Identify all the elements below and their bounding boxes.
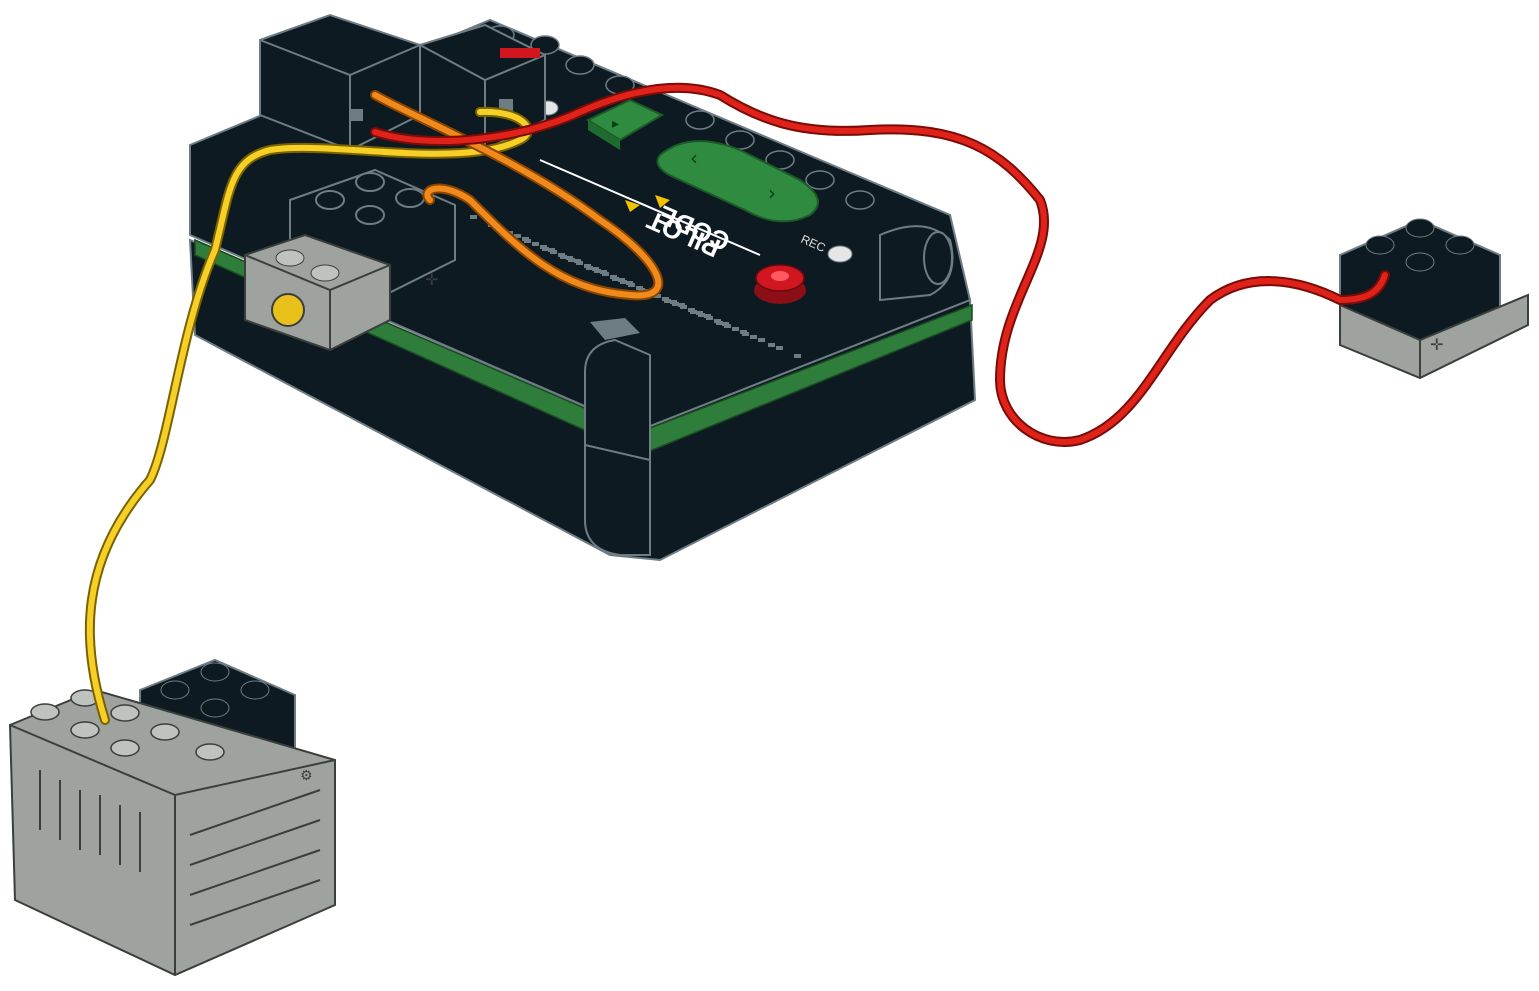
wires bbox=[84, 82, 1390, 725]
matrix-dot bbox=[524, 239, 531, 243]
matrix-dot bbox=[750, 335, 757, 339]
brand-arrow-icon-2 bbox=[625, 200, 640, 212]
matrix-dot bbox=[560, 255, 567, 259]
light-sensor-icon bbox=[271, 293, 305, 327]
matrix-dot bbox=[776, 346, 783, 350]
matrix-dot bbox=[742, 332, 749, 336]
matrix-dot bbox=[672, 302, 679, 306]
matrix-dot bbox=[698, 313, 705, 317]
dot-matrix-display bbox=[470, 215, 801, 358]
matrix-dot bbox=[542, 247, 549, 251]
matrix-dot bbox=[680, 305, 687, 309]
motor: ⚙ bbox=[8, 658, 336, 977]
matrix-dot bbox=[628, 283, 635, 287]
matrix-dot bbox=[758, 338, 765, 342]
green-square-button[interactable]: ▸ bbox=[585, 98, 665, 150]
record-button[interactable] bbox=[754, 264, 806, 304]
matrix-dot bbox=[470, 215, 477, 219]
matrix-dot bbox=[654, 294, 661, 298]
matrix-dot bbox=[724, 324, 731, 328]
motor-vents bbox=[39, 770, 321, 926]
motor-icon: ⚙ bbox=[300, 768, 313, 784]
matrix-dot bbox=[550, 250, 557, 254]
left-arrow-icon: ‹ bbox=[690, 146, 698, 170]
touch-sensor: ✛ bbox=[1339, 218, 1529, 380]
matrix-dot bbox=[664, 299, 671, 303]
matrix-dot bbox=[716, 321, 723, 325]
battery-cylinder bbox=[584, 338, 651, 556]
code-pilot-hub: CODE PILOT ‹ › ▸ REC bbox=[188, 13, 977, 562]
brand-plate bbox=[590, 318, 640, 340]
top-connector-blocks bbox=[259, 13, 546, 152]
matrix-dot bbox=[532, 242, 539, 246]
matrix-dot bbox=[768, 343, 775, 347]
matrix-dot bbox=[568, 258, 575, 262]
right-arrow-icon: › bbox=[768, 181, 776, 205]
brand-arrow-icon bbox=[655, 195, 670, 208]
matrix-dot bbox=[602, 272, 609, 276]
matrix-dot bbox=[586, 266, 593, 270]
play-icon: ▸ bbox=[612, 116, 619, 132]
matrix-dot bbox=[576, 261, 583, 265]
motor-studs bbox=[30, 689, 225, 761]
matrix-dot bbox=[620, 280, 627, 284]
touch-sensor-icon: ✛ bbox=[1430, 335, 1443, 354]
red-tab bbox=[500, 48, 540, 58]
matrix-dot bbox=[638, 288, 645, 292]
matrix-dot bbox=[706, 316, 713, 320]
matrix-dot bbox=[514, 234, 521, 238]
hub-studs bbox=[485, 25, 875, 210]
matrix-dot bbox=[690, 310, 697, 314]
green-oval-button[interactable]: ‹ › bbox=[656, 140, 819, 223]
axle-hole-icon: ✛ bbox=[425, 270, 438, 289]
matrix-dot bbox=[794, 354, 801, 358]
matrix-dot bbox=[594, 269, 601, 273]
status-led bbox=[827, 245, 853, 263]
matrix-dot bbox=[612, 277, 619, 281]
matrix-dot bbox=[732, 327, 739, 331]
light-sensor: ✛ bbox=[244, 233, 438, 352]
